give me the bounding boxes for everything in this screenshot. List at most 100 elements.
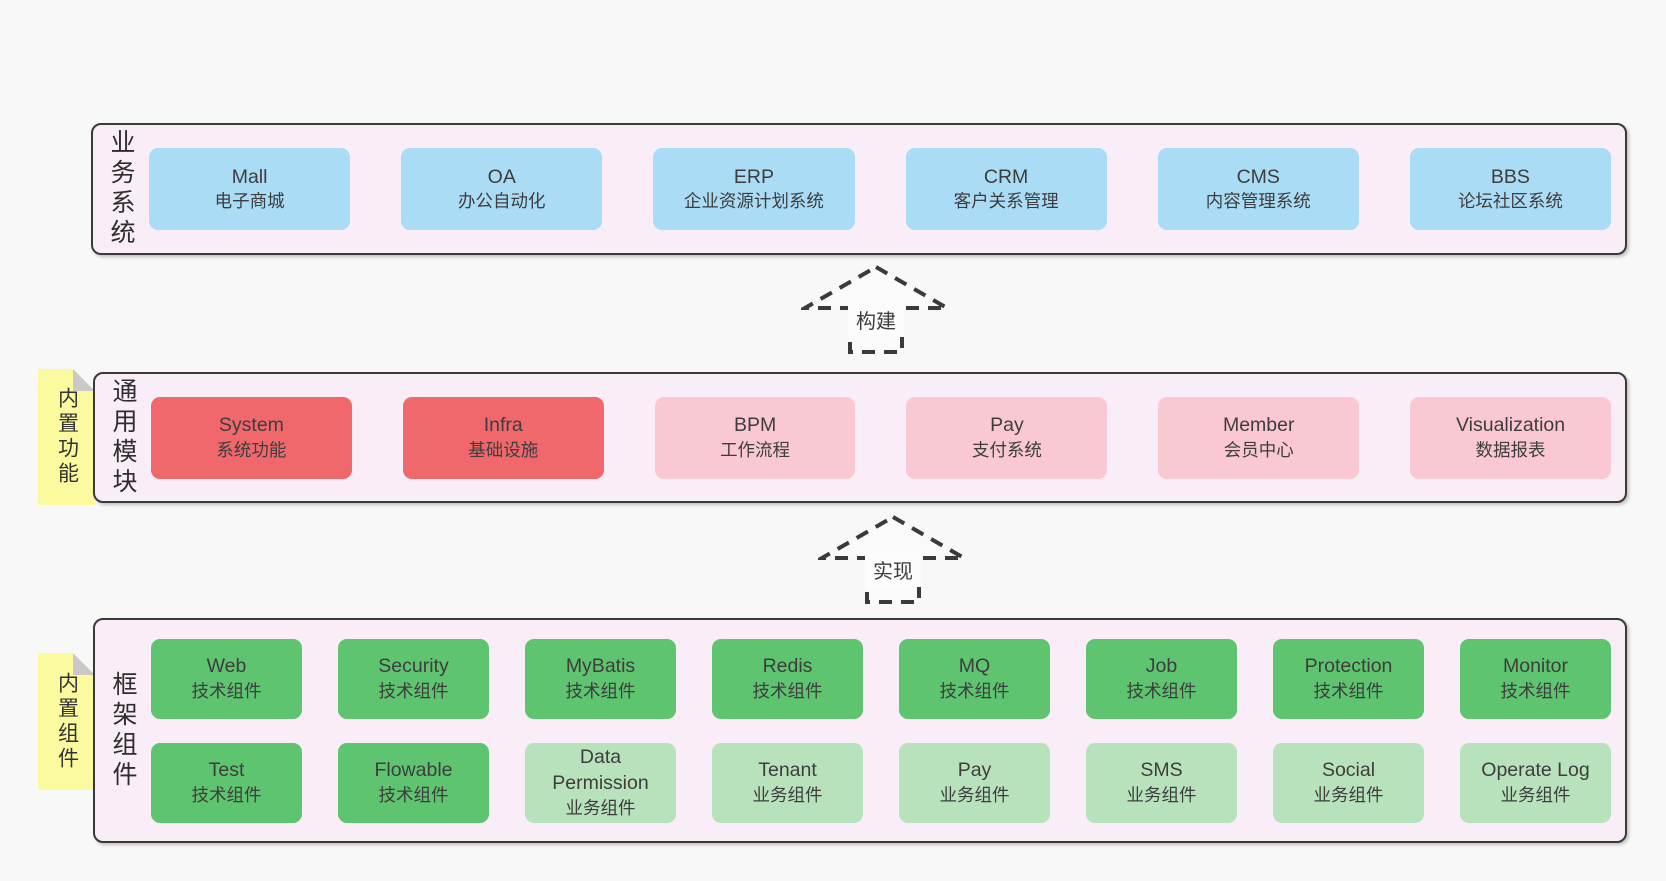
box-title: System [218,414,284,437]
box-subtitle: 业务组件 [1126,784,1197,805]
box-title: Test [208,759,245,782]
box-subtitle: 系统功能 [216,439,287,460]
sticky-note-builtin-components: 内置组件 [38,653,95,790]
box-subtitle: 技术组件 [378,680,449,701]
panel-title: 框架组件 [109,670,137,791]
box-title: Redis [762,655,813,678]
box-subtitle: 业务组件 [1313,784,1384,805]
box-subtitle: 客户关系管理 [953,191,1059,212]
folded-corner-icon [73,369,95,391]
box-subtitle: 电子商城 [214,191,285,212]
box-mall: Mall 电子商城 [149,148,351,230]
box-title: Infra [483,414,523,437]
box-title: BBS [1490,165,1530,188]
box-title: Social [1321,759,1376,782]
box-data-permission: Data Permission 业务组件 [525,742,676,823]
box-title: Monitor [1502,655,1569,678]
box-subtitle: 论坛社区系统 [1457,191,1563,212]
arrow-build: 构建 [801,264,951,356]
box-title: MQ [958,655,991,678]
box-title: CRM [983,165,1029,188]
box-crm: CRM 客户关系管理 [905,148,1107,230]
box-subtitle: 内容管理系统 [1205,191,1311,212]
panel-title: 业务系统 [107,129,135,249]
box-bbs: BBS 论坛社区系统 [1409,148,1612,230]
box-subtitle: 数据报表 [1475,439,1546,460]
box-subtitle: 技术组件 [565,680,636,701]
box-subtitle: 会员中心 [1223,439,1294,460]
sticky-note-builtin-features: 内置功能 [38,369,95,505]
box-subtitle: 工作流程 [720,439,791,460]
arrow-implement-label: 实现 [865,552,921,587]
box-subtitle: 业务组件 [1500,784,1571,805]
arrow-implement: 实现 [818,514,968,606]
arrow-build-label: 构建 [848,302,904,337]
box-subtitle: 业务组件 [752,784,823,805]
box-subtitle: 业务组件 [939,784,1010,805]
box-subtitle: 企业资源计划系统 [683,191,824,212]
box-title: BPM [733,414,777,437]
box-title: Mall [231,165,268,188]
box-title: Web [206,655,247,678]
box-subtitle: 基础设施 [468,439,539,460]
box-title: MyBatis [565,655,636,678]
box-subtitle: 技术组件 [752,680,823,701]
box-title: Pay [957,759,992,782]
panel-business-systems: 业务系统 Mall 电子商城 OA 办公自动化 ERP 企业资源计划系统 CRM 客户关系管理… [91,123,1627,255]
box-title: Member [1222,414,1295,437]
box-title: Visualization [1455,414,1566,437]
box-title: Security [378,655,449,678]
box-title: Protection [1304,655,1393,678]
box-subtitle: 技术组件 [1500,680,1571,701]
box-title: Tenant [758,759,817,782]
sticky-note-label: 内置功能 [55,387,79,487]
box-title: ERP [733,165,774,188]
panel-title: 通用模块 [109,377,137,498]
box-subtitle: 技术组件 [939,680,1010,701]
box-title: SMS [1140,759,1183,782]
box-title: Job [1145,655,1178,678]
box-subtitle: 技术组件 [1126,680,1197,701]
box-title: Flowable [374,759,453,782]
box-subtitle: 业务组件 [565,797,636,818]
box-oa: OA 办公自动化 [401,148,603,230]
box-subtitle: 技术组件 [191,680,262,701]
box-title: Pay [990,414,1024,437]
box-title: Data Permission [552,746,649,794]
box-subtitle: 办公自动化 [458,191,546,212]
box-title: OA [487,165,516,188]
box-subtitle: 技术组件 [1313,680,1384,701]
sticky-note-label: 内置组件 [55,671,79,772]
